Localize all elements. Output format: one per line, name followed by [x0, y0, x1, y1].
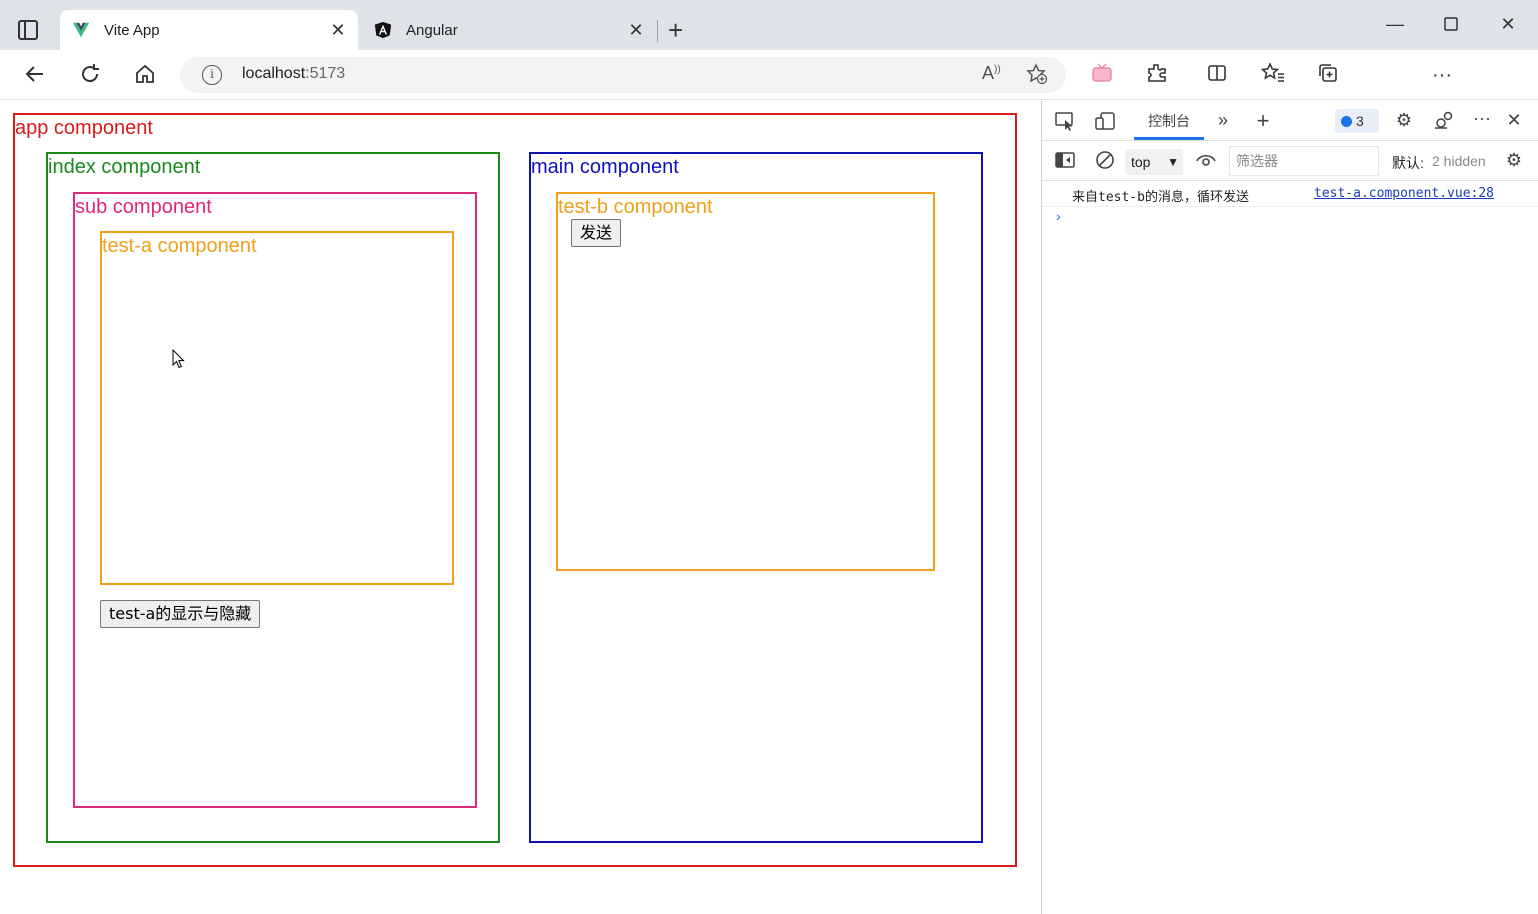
settings-gear-icon[interactable]: ⚙	[1395, 110, 1413, 130]
new-tab-icon[interactable]: +	[668, 15, 684, 45]
log-source-link[interactable]: test-a.component.vue:28	[1314, 186, 1495, 201]
devtools-main-toolbar: 控制台 » + 3 ⚙ ··· ✕	[1042, 101, 1538, 141]
add-favorite-icon[interactable]	[1026, 63, 1048, 90]
site-info-icon[interactable]: i	[202, 65, 222, 85]
add-panel-icon[interactable]: +	[1256, 108, 1270, 133]
tab-vite-app[interactable]: Vite App ✕	[60, 10, 358, 50]
index-component-box: index component	[46, 152, 500, 843]
more-options-icon[interactable]: ···	[1432, 64, 1452, 86]
connect-devices-icon[interactable]	[1433, 110, 1455, 135]
log-level-label[interactable]: 默认:	[1392, 155, 1424, 171]
vite-logo-icon	[72, 22, 90, 38]
tab-angular[interactable]: Angular ✕	[362, 10, 656, 50]
main-component-label: main component	[531, 156, 679, 178]
tab-actions-icon[interactable]	[18, 20, 38, 40]
tab-console[interactable]: 控制台	[1134, 101, 1204, 141]
tab-title: Angular	[406, 21, 458, 39]
close-tab-icon[interactable]: ✕	[628, 20, 644, 40]
close-window-icon[interactable]: ✕	[1500, 14, 1516, 34]
refresh-icon[interactable]	[77, 62, 103, 88]
url-port: :5173	[305, 65, 346, 82]
toggle-test-a-button[interactable]: test-a的显示与隐藏	[100, 600, 261, 628]
test-a-component-box: test-a component	[100, 231, 454, 585]
issues-badge[interactable]: 3	[1335, 109, 1379, 133]
home-icon[interactable]	[132, 62, 158, 88]
test-b-component-box: test-b component	[556, 192, 935, 571]
send-button[interactable]: 发送	[571, 219, 622, 247]
clear-console-icon[interactable]	[1094, 150, 1116, 175]
address-bar[interactable]: i localhost:5173 A))	[180, 57, 1066, 93]
log-message: 来自test-b的消息，循环发送	[1072, 190, 1249, 205]
url-host: localhost	[242, 65, 306, 82]
favorites-icon[interactable]	[1260, 62, 1286, 88]
live-expression-eye-icon[interactable]	[1195, 151, 1217, 174]
console-settings-icon[interactable]: ⚙	[1505, 150, 1523, 170]
read-aloud-icon[interactable]: A))	[982, 63, 1001, 83]
console-filter-input[interactable]: 筛选器	[1229, 146, 1379, 176]
page-viewport: app component index component sub compon…	[0, 101, 1041, 914]
back-icon[interactable]	[22, 62, 48, 88]
angular-logo-icon	[374, 21, 392, 39]
app-component-label: app component	[15, 117, 153, 139]
message-icon	[1341, 116, 1352, 127]
tab-title: Vite App	[104, 21, 160, 39]
context-selector[interactable]: top ▼	[1125, 149, 1183, 175]
devtools-more-icon[interactable]: ···	[1473, 108, 1491, 128]
sub-component-box: sub component	[73, 192, 477, 808]
minimize-icon[interactable]: —	[1386, 14, 1404, 34]
devtools-panel: 控制台 » + 3 ⚙ ··· ✕ top ▼ 筛选器 默认: 2 hidden …	[1041, 101, 1538, 914]
sidebar-toggle-icon[interactable]	[1054, 150, 1076, 175]
close-tab-icon[interactable]: ✕	[330, 20, 346, 40]
close-devtools-icon[interactable]: ✕	[1506, 110, 1522, 130]
more-tabs-icon[interactable]: »	[1217, 110, 1228, 130]
main-component-box: main component	[529, 152, 983, 843]
inspect-element-icon[interactable]	[1054, 111, 1076, 136]
extensions-icon[interactable]	[1144, 62, 1170, 88]
url-text[interactable]: localhost:5173	[242, 65, 345, 83]
console-log-row: 来自test-b的消息，循环发送 test-a.component.vue:28	[1042, 181, 1538, 207]
tab-separator	[657, 20, 658, 42]
tv-extension-icon[interactable]	[1089, 62, 1115, 88]
console-toolbar: top ▼ 筛选器 默认: 2 hidden ⚙	[1042, 141, 1538, 181]
browser-toolbar: i localhost:5173 A)) ··· b	[0, 50, 1538, 145]
maximize-icon[interactable]	[1441, 16, 1461, 37]
dropdown-arrow-icon: ▼	[1167, 155, 1179, 169]
test-a-component-label: test-a component	[102, 235, 257, 257]
collections-icon[interactable]	[1315, 62, 1341, 88]
app-component-box: app component	[13, 113, 1017, 867]
console-prompt[interactable]: ›	[1056, 208, 1061, 224]
hidden-count: 2 hidden	[1432, 153, 1486, 169]
mouse-cursor-icon	[172, 349, 185, 369]
test-b-component-label: test-b component	[558, 196, 713, 218]
split-screen-icon[interactable]	[1204, 62, 1230, 88]
index-component-label: index component	[48, 156, 201, 178]
tab-strip: Vite App ✕ Angular ✕ + — ✕	[0, 0, 1538, 50]
context-value: top	[1131, 154, 1151, 170]
sub-component-label: sub component	[75, 196, 212, 218]
issues-count: 3	[1356, 113, 1364, 129]
device-emulation-icon[interactable]	[1094, 111, 1116, 136]
